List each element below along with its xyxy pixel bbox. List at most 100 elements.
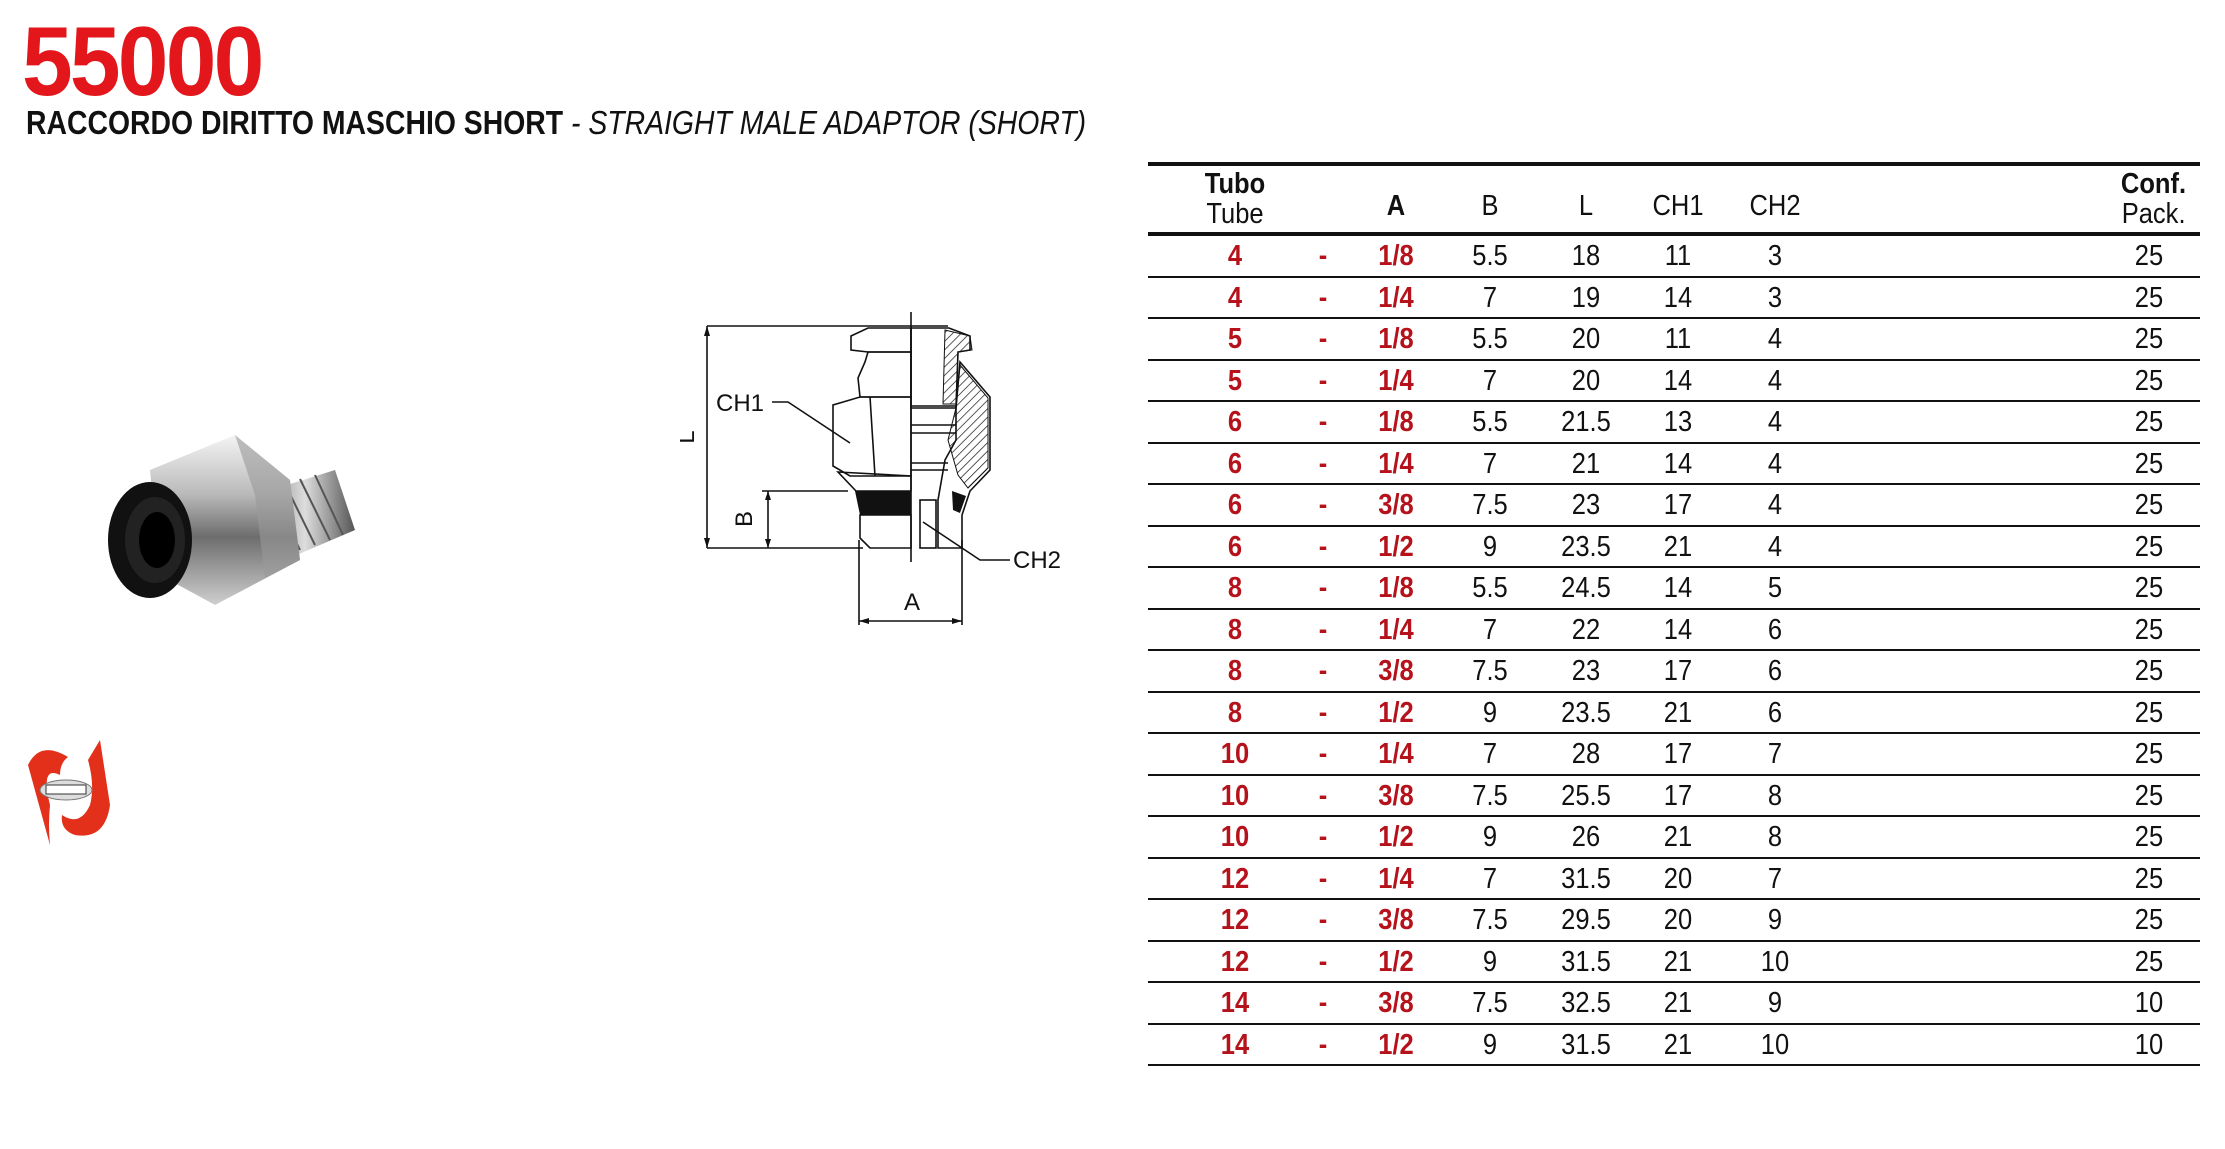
cell-ch2: 9 bbox=[1767, 904, 1783, 936]
cell-separator: - bbox=[1318, 987, 1328, 1019]
cell-pack: 25 bbox=[2134, 323, 2164, 355]
table-row: 10 - 1/4 7 28 17 7 25 bbox=[1148, 734, 2200, 776]
cell-separator: - bbox=[1318, 281, 1328, 314]
title-separator: - bbox=[571, 104, 581, 141]
cell-tube: 10 bbox=[1220, 779, 1250, 812]
cell-tube: 8 bbox=[1227, 696, 1243, 729]
cell-b: 7 bbox=[1482, 447, 1498, 480]
cell-a: 1/4 bbox=[1378, 738, 1414, 770]
cell-pack: 25 bbox=[2134, 862, 2164, 895]
cell-l: 23 bbox=[1571, 655, 1601, 687]
cell-pack: 25 bbox=[2134, 821, 2164, 853]
table-row: 8 - 1/2 9 23.5 21 6 25 bbox=[1148, 693, 2200, 734]
cell-a: 3/8 bbox=[1378, 779, 1414, 812]
table-row: 8 - 1/4 7 22 14 6 25 bbox=[1148, 610, 2200, 651]
cell-separator: - bbox=[1318, 696, 1328, 729]
cell-pack: 25 bbox=[2134, 281, 2164, 314]
cell-pack: 25 bbox=[2134, 779, 2164, 812]
cell-separator: - bbox=[1318, 862, 1328, 895]
cell-ch1: 21 bbox=[1663, 987, 1693, 1019]
cell-a: 1/2 bbox=[1378, 821, 1414, 853]
table-row: 8 - 3/8 7.5 23 17 6 25 bbox=[1148, 651, 2200, 693]
cell-ch2: 4 bbox=[1767, 406, 1783, 438]
table-row: 6 - 1/8 5.5 21.5 13 4 25 bbox=[1148, 402, 2200, 444]
cell-separator: - bbox=[1318, 572, 1328, 604]
cell-b: 7.5 bbox=[1472, 779, 1508, 812]
cell-b: 7 bbox=[1482, 738, 1498, 770]
cell-separator: - bbox=[1318, 613, 1328, 646]
dim-label-ch2: CH2 bbox=[1013, 547, 1061, 574]
cell-ch2: 8 bbox=[1767, 779, 1783, 812]
cell-b: 7.5 bbox=[1472, 655, 1508, 687]
table-row: 12 - 3/8 7.5 29.5 20 9 25 bbox=[1148, 900, 2200, 942]
cell-l: 32.5 bbox=[1561, 987, 1611, 1019]
cell-separator: - bbox=[1318, 821, 1328, 853]
header-pack-en: Pack. bbox=[2122, 198, 2186, 230]
cell-ch1: 14 bbox=[1663, 281, 1693, 314]
cell-tube: 12 bbox=[1220, 862, 1250, 895]
title-english: STRAIGHT MALE ADAPTOR (SHORT) bbox=[588, 104, 1087, 141]
cell-pack: 25 bbox=[2134, 447, 2164, 480]
cell-tube: 14 bbox=[1220, 1028, 1250, 1061]
technical-drawing: L B A CH1 CH2 bbox=[680, 312, 1061, 625]
cell-ch2: 4 bbox=[1767, 364, 1783, 397]
table-row: 10 - 1/2 9 26 21 8 25 bbox=[1148, 817, 2200, 859]
cell-pack: 25 bbox=[2134, 945, 2164, 978]
table-row: 6 - 1/2 9 23.5 21 4 25 bbox=[1148, 527, 2200, 568]
cell-l: 23.5 bbox=[1561, 530, 1611, 563]
cell-b: 5.5 bbox=[1472, 323, 1508, 355]
table-header: Tubo Tube A B L CH1 CH2 Conf. Pack. bbox=[1148, 166, 2200, 232]
cell-a: 1/2 bbox=[1378, 530, 1414, 563]
cell-tube: 8 bbox=[1227, 572, 1243, 604]
cell-pack: 25 bbox=[2134, 364, 2164, 397]
cell-a: 1/4 bbox=[1378, 281, 1414, 314]
cell-a: 1/2 bbox=[1378, 1028, 1414, 1061]
cell-ch2: 8 bbox=[1767, 821, 1783, 853]
cell-b: 9 bbox=[1482, 945, 1498, 978]
brand-logo bbox=[28, 740, 110, 845]
cell-tube: 6 bbox=[1227, 489, 1243, 521]
cell-ch1: 11 bbox=[1664, 323, 1692, 355]
cell-ch1: 13 bbox=[1663, 406, 1693, 438]
product-code: 55000 bbox=[22, 6, 264, 116]
cell-l: 31.5 bbox=[1561, 945, 1611, 978]
cell-a: 1/4 bbox=[1378, 447, 1414, 480]
cell-ch1: 14 bbox=[1663, 572, 1693, 604]
cell-ch1: 17 bbox=[1663, 779, 1693, 812]
table-row: 12 - 1/2 9 31.5 21 10 25 bbox=[1148, 942, 2200, 983]
cell-ch1: 17 bbox=[1663, 489, 1693, 521]
cell-a: 1/8 bbox=[1378, 240, 1414, 272]
cell-separator: - bbox=[1318, 655, 1328, 687]
cell-b: 9 bbox=[1482, 696, 1498, 729]
cell-a: 1/8 bbox=[1378, 323, 1414, 355]
cell-l: 25.5 bbox=[1561, 779, 1611, 812]
cell-separator: - bbox=[1318, 323, 1328, 355]
cell-b: 7.5 bbox=[1472, 987, 1508, 1019]
cell-a: 1/2 bbox=[1378, 945, 1414, 978]
header-ch2: CH2 bbox=[1749, 190, 1801, 222]
table-row: 5 - 1/4 7 20 14 4 25 bbox=[1148, 361, 2200, 402]
cell-ch2: 3 bbox=[1767, 240, 1783, 272]
table-row: 12 - 1/4 7 31.5 20 7 25 bbox=[1148, 859, 2200, 900]
cell-tube: 4 bbox=[1227, 281, 1243, 314]
cell-a: 3/8 bbox=[1378, 987, 1414, 1019]
table-body: 4 - 1/8 5.5 18 11 3 25 4 - 1/4 7 19 14 3… bbox=[1148, 236, 2200, 1066]
header-ch1: CH1 bbox=[1652, 190, 1704, 222]
cell-ch1: 21 bbox=[1663, 696, 1693, 729]
header-tube-en: Tube bbox=[1206, 198, 1264, 230]
cell-ch1: 21 bbox=[1663, 821, 1693, 853]
table-top-rule bbox=[1148, 162, 2200, 166]
cell-ch2: 6 bbox=[1767, 696, 1783, 729]
cell-ch2: 6 bbox=[1767, 655, 1783, 687]
table-row: 4 - 1/8 5.5 18 11 3 25 bbox=[1148, 236, 2200, 278]
cell-separator: - bbox=[1318, 779, 1328, 812]
cell-l: 22 bbox=[1571, 613, 1601, 646]
cell-pack: 25 bbox=[2134, 613, 2164, 646]
cell-l: 29.5 bbox=[1561, 904, 1611, 936]
cell-pack: 25 bbox=[2134, 572, 2164, 604]
cell-b: 5.5 bbox=[1472, 240, 1508, 272]
cell-ch1: 21 bbox=[1663, 1028, 1693, 1061]
header-tube-it: Tubo bbox=[1204, 168, 1266, 200]
cell-ch1: 17 bbox=[1663, 655, 1693, 687]
cell-l: 24.5 bbox=[1561, 572, 1611, 604]
